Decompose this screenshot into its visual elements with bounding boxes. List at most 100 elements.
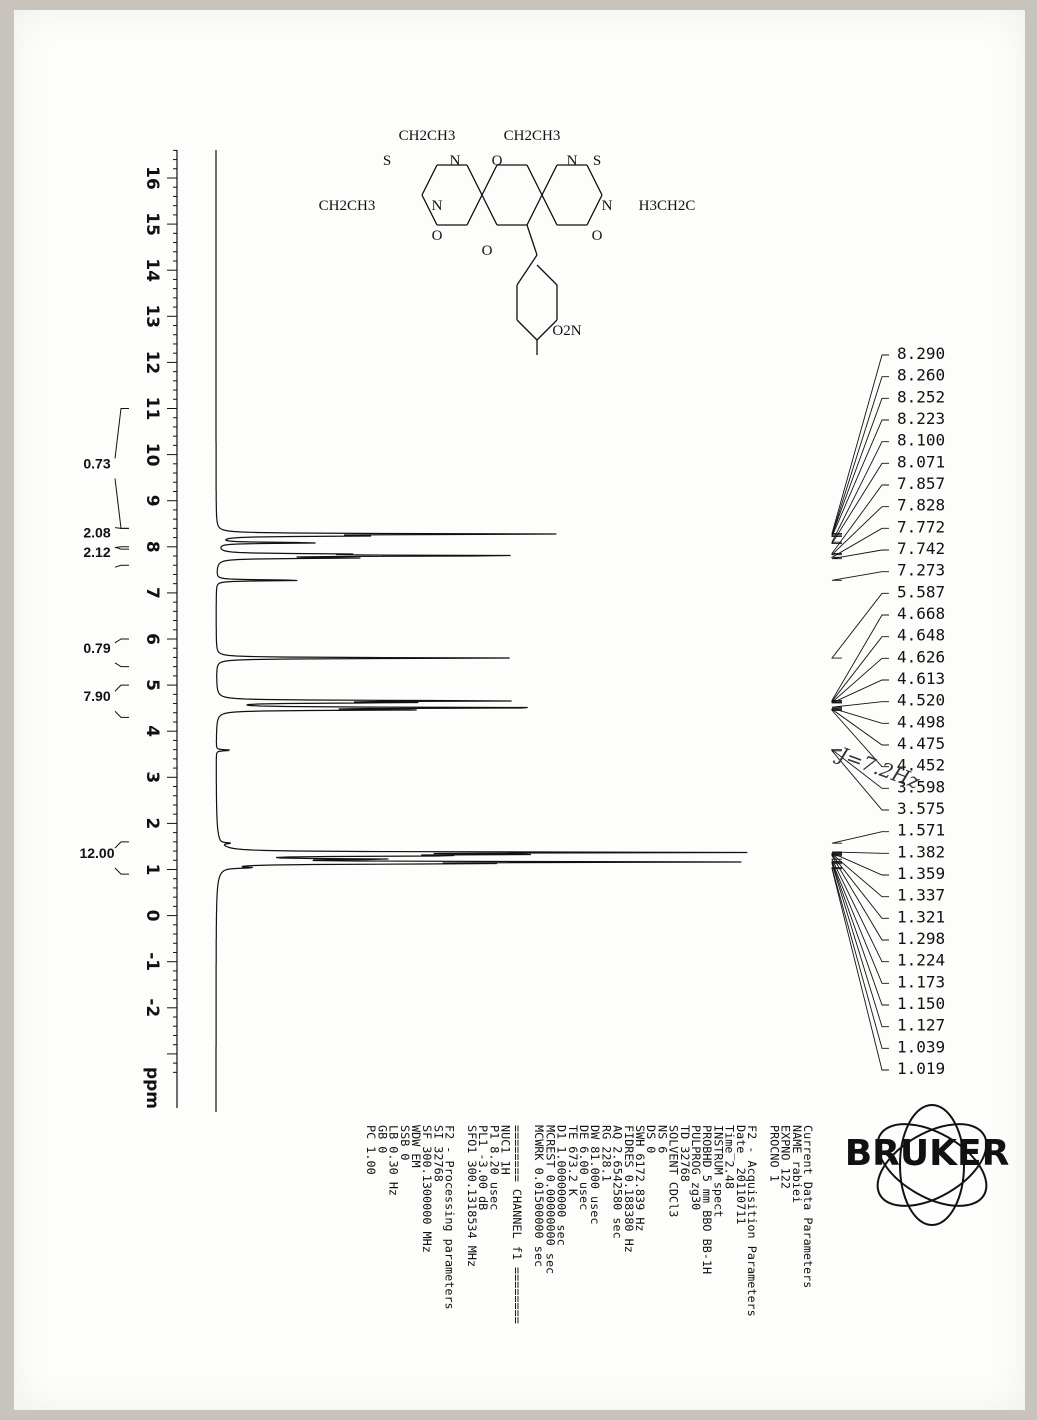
param-line: SI 32768 [431,1125,445,1182]
peak-label: 1.571 [897,821,945,840]
peak-leader-line [830,657,889,703]
struct-label: N [450,153,461,169]
peak-leader-line [831,636,889,702]
peak-label: 1.382 [897,842,945,861]
peak-label: 4.668 [897,604,945,623]
peak-leader-line [831,549,889,560]
peak-leader-line [831,441,889,543]
struct-label: O [592,228,603,244]
peak-leader-line [830,749,889,789]
struct-label: O [432,228,443,244]
peak-label: 7.828 [897,496,945,515]
integral-value: 2.08 [83,525,110,541]
axis-tick-label: 11 [142,397,162,421]
peak-label: 7.772 [897,517,945,536]
param-line: SOLVENT CDCl3 [667,1125,681,1217]
param-line: Date_ 20110711 [734,1125,748,1224]
peak-label: 7.742 [897,539,945,558]
integral-value: 0.79 [83,640,110,656]
peak-leader-line [831,852,889,876]
spectrum-line [215,150,748,1112]
bond [536,264,558,286]
axis-tick-label: 13 [142,304,162,328]
logo-text: BRUKER [845,1133,1010,1174]
bond [526,164,543,196]
param-line: PROCNO 1 [767,1125,781,1182]
bond [541,164,558,196]
peak-label: 1.337 [897,886,945,905]
param-line: FIDRES 0.188380 Hz [622,1125,636,1253]
bond [536,319,558,341]
param-line: INSTRUM spect [711,1125,725,1217]
axis-tick-label: 12 [142,351,162,375]
axis-tick-label: 5 [142,679,162,691]
peak-leader-line [831,571,889,581]
peak-label: 8.290 [897,344,945,363]
param-line: DS 0 [644,1125,658,1153]
peak-leader-line [831,868,889,1071]
integral-value: 12.00 [79,845,114,861]
peak-label: 1.127 [897,1016,945,1035]
peak-leader-line [831,867,889,1049]
peak-label: 3.598 [897,777,945,796]
bond [481,194,498,226]
peak-label: 1.321 [897,907,945,926]
param-line: TE 673.2 K [566,1125,580,1197]
bond [526,194,543,226]
integral-bracket-left [114,408,129,459]
param-line: PULPROG zg30 [689,1125,703,1210]
struct-label: H3CH2C [639,198,696,214]
peak-leader-line [831,855,889,941]
paper-sheet [14,10,1025,1410]
axis-tick-label: 3 [142,771,162,783]
integral-value: 2.12 [83,544,110,560]
struct-label: O [482,243,493,259]
peak-leader-line [831,851,889,854]
axis-tick-label: 10 [142,443,162,467]
peak-leader-line [830,527,889,558]
bond [466,164,483,196]
param-line: PROBHD 5 mm BBO BB-1H [700,1125,714,1274]
peak-label: 1.298 [897,929,945,948]
peak-leader-line [831,419,889,537]
peak-label: 1.019 [897,1059,945,1078]
logo-orbit [899,1104,965,1226]
integral-bracket-left [114,841,129,849]
peak-label: 1.359 [897,864,945,883]
bond [586,164,603,196]
param-line: Time 2.48 [723,1125,737,1189]
peak-label: 4.452 [897,756,945,775]
integral-value: 0.73 [83,455,110,471]
peak-leader-line [831,863,889,1028]
param-line: MCREST 0.00000000 sec [543,1125,557,1274]
integral-bracket-right [114,478,129,529]
peak-leader-line [830,853,889,898]
struct-label: N [567,153,578,169]
param-line: NS 6 [655,1125,669,1153]
param-line: NAME rabiei [790,1125,804,1203]
peak-leader-line [831,862,889,1006]
param-line: SFO1 300.1318534 MHz [465,1125,479,1267]
peak-leader-line [831,854,889,919]
integral-bracket-right [114,867,129,875]
axis-tick-label: 0 [142,910,162,922]
peak-label: 4.626 [897,647,945,666]
param-line: F2 - Acquisition Parameters [745,1125,759,1317]
peak-label: 3.575 [897,799,945,818]
peak-leader-line [831,858,889,963]
struct-label: CH2CH3 [399,128,456,144]
axis-tick-label: 8 [142,541,162,553]
integral-bracket-left [114,527,129,529]
bond [466,194,483,226]
bond [421,164,438,196]
peak-label: 1.224 [897,951,945,970]
peak-leader-line [831,679,889,704]
peak-leader-line [830,709,889,768]
axis-tick-label: 2 [142,817,162,829]
peak-label: 7.273 [897,561,945,580]
bond [526,224,538,256]
